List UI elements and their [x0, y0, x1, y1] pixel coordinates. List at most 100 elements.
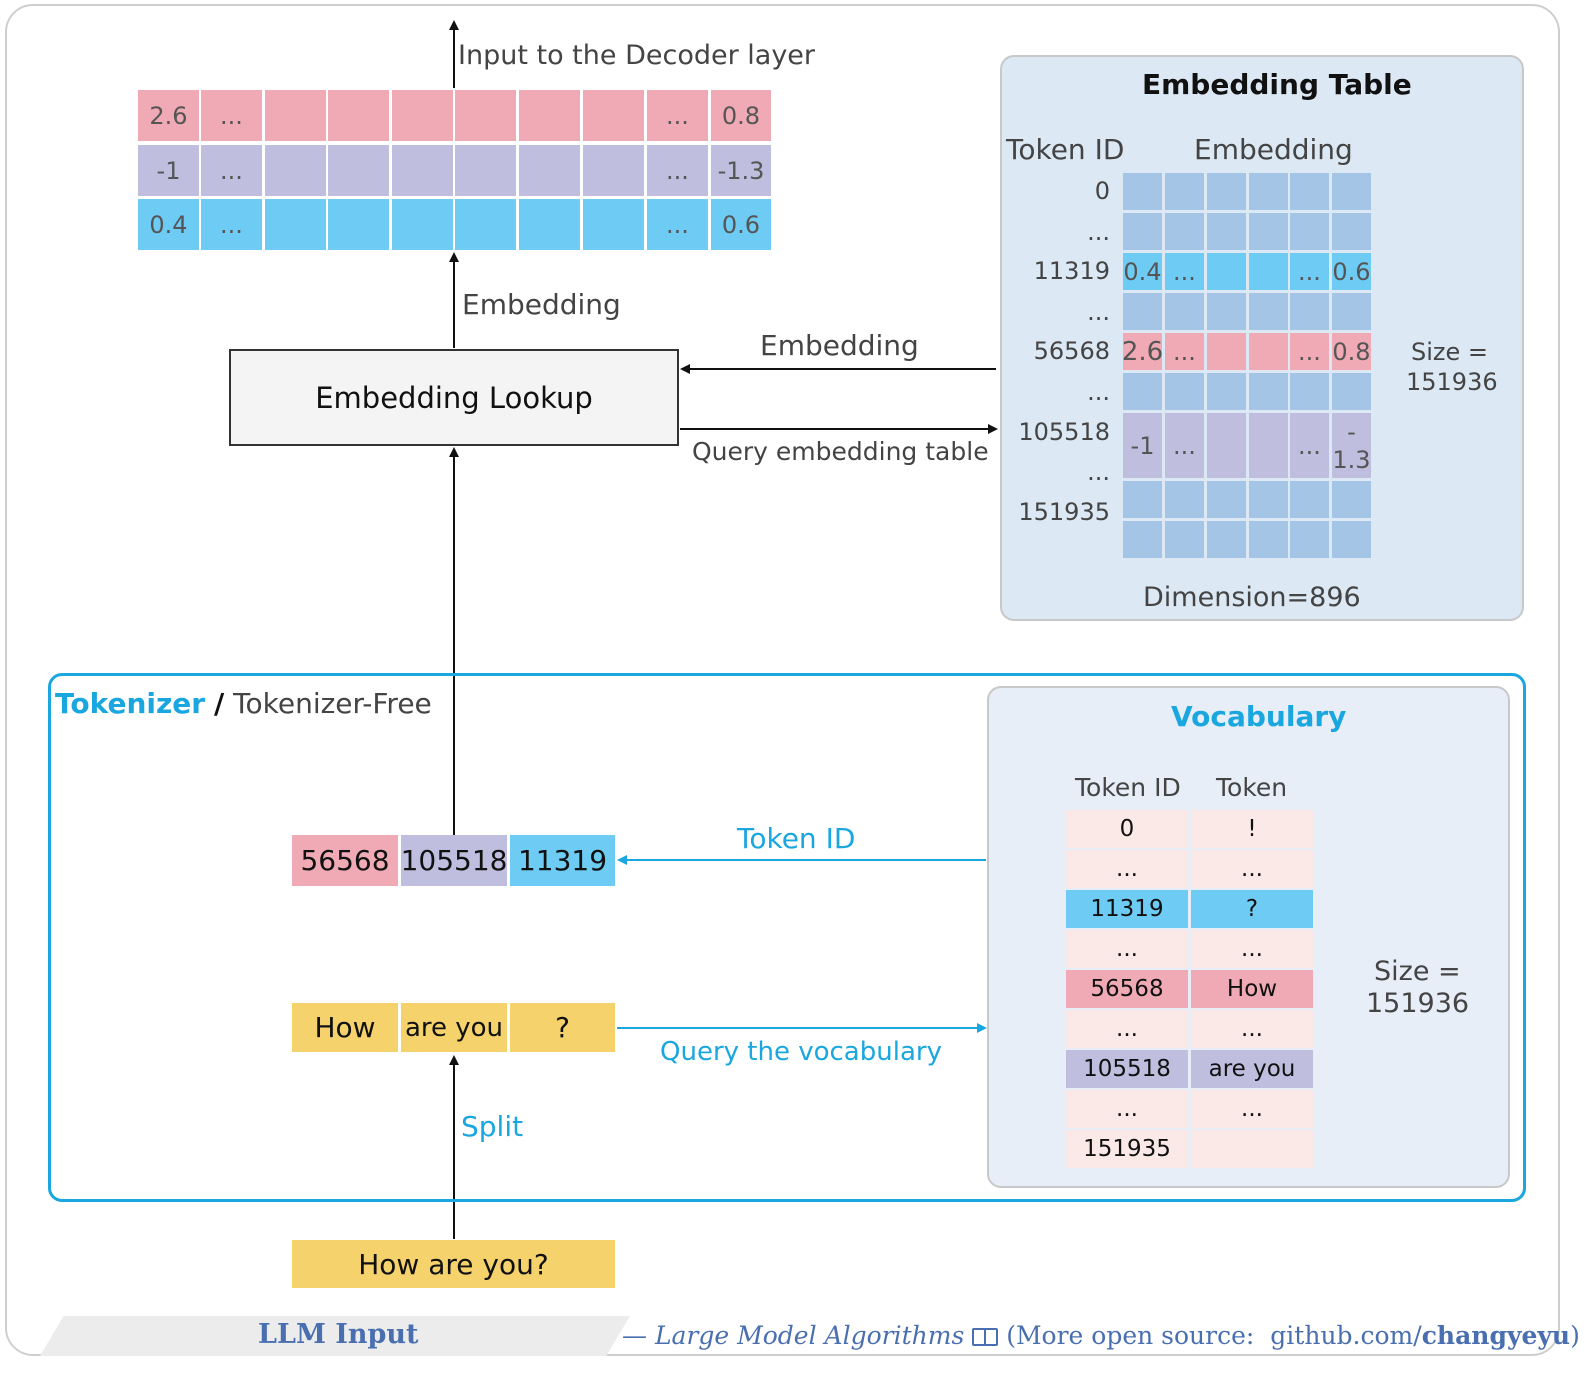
- output-cell: ...: [647, 199, 708, 250]
- embedding-cell: 0.4: [1123, 253, 1162, 290]
- embedding-cell: [1123, 373, 1162, 410]
- embedding-cell: ...: [1290, 333, 1329, 370]
- embedding-cell: [1249, 373, 1288, 410]
- output-cell: ...: [201, 90, 262, 141]
- embedding-cell: [1123, 521, 1162, 558]
- embedding-cell: [1207, 333, 1246, 370]
- output-cell: [455, 199, 516, 250]
- tokenizer-title: Tokenizer / Tokenizer-Free: [55, 687, 432, 720]
- query-vocabulary-label: Query the vocabulary: [660, 1037, 942, 1067]
- embedding-cell: [1249, 293, 1288, 330]
- footer-tab: [40, 1316, 630, 1356]
- vocabulary-col-token: Token: [1216, 773, 1288, 802]
- embedding-cell: ...: [1290, 253, 1329, 290]
- embedding-cell: [1165, 481, 1204, 518]
- vocab-id-cell: ...: [1066, 1010, 1188, 1048]
- output-cell: [583, 90, 644, 141]
- output-cell: [328, 90, 389, 141]
- embedding-cell: ...: [1290, 413, 1329, 478]
- embedding-row-id: 11319: [1033, 257, 1110, 285]
- output-cell: [328, 199, 389, 250]
- embedding-cell: [1290, 481, 1329, 518]
- embedding-table-title: Embedding Table: [1142, 68, 1412, 101]
- vocab-token-cell: ...: [1191, 1090, 1313, 1128]
- token-id-cell: 11319: [510, 835, 615, 886]
- output-cell: [519, 145, 580, 196]
- vocab-id-cell: ...: [1066, 1090, 1188, 1128]
- output-cell: [392, 199, 453, 250]
- footer-title: LLM Input: [258, 1319, 419, 1350]
- footer-credit-site[interactable]: github.com/: [1270, 1321, 1422, 1350]
- embedding-dimension-label: Dimension=896: [1143, 582, 1361, 613]
- vocab-id-cell: ...: [1066, 930, 1188, 968]
- outer-frame: [5, 4, 1560, 1356]
- embedding-cell: [1123, 481, 1162, 518]
- token-id-cell: 56568: [292, 835, 398, 886]
- embedding-cell: [1165, 293, 1204, 330]
- embedding-cell: 2.6: [1122, 333, 1163, 370]
- output-cell: 0.4: [138, 199, 199, 250]
- decoder-input-label: Input to the Decoder layer: [458, 40, 816, 71]
- output-cell: ...: [201, 199, 262, 250]
- output-cell: [392, 145, 453, 196]
- output-cell: 0.6: [711, 199, 771, 250]
- output-cell: 2.6: [138, 90, 199, 141]
- vocab-token-cell: are you: [1191, 1050, 1313, 1088]
- token-cell: ?: [510, 1003, 615, 1052]
- tokenizer-title-sep: /: [214, 687, 225, 720]
- embedding-cell: [1123, 213, 1162, 250]
- vocab-token-cell: ...: [1191, 1010, 1313, 1048]
- embedding-cell: 0.8: [1332, 333, 1371, 370]
- query-embedding-table-label: Query embedding table: [692, 437, 989, 466]
- footer-credit-user[interactable]: changyeyu: [1421, 1321, 1571, 1350]
- embedding-cell: -1.3: [1332, 413, 1371, 478]
- embedding-cell: 0.6: [1332, 253, 1371, 290]
- embedding-lookup-label: Embedding Lookup: [315, 380, 593, 415]
- embedding-cell: ...: [1165, 413, 1204, 478]
- vocab-id-cell: 151935: [1066, 1130, 1188, 1168]
- embedding-cell: [1207, 253, 1246, 290]
- vocab-id-cell: 56568: [1066, 970, 1188, 1008]
- footer-credit-more: (More open source:: [1006, 1321, 1255, 1350]
- embedding-col-token-id: Token ID: [1006, 133, 1125, 166]
- output-cell: [392, 90, 453, 141]
- embedding-cell: [1207, 173, 1246, 210]
- vocabulary-size-label: Size =: [1374, 956, 1461, 987]
- input-text-box: How are you?: [292, 1240, 615, 1288]
- embedding-size-value: 151936: [1406, 368, 1498, 396]
- embedding-cell: [1249, 213, 1288, 250]
- embedding-lookup-box: Embedding Lookup: [229, 349, 679, 446]
- embedding-cell: [1249, 481, 1288, 518]
- embedding-cell: [1207, 521, 1246, 558]
- output-cell: ...: [647, 145, 708, 196]
- output-cell: ...: [647, 90, 708, 141]
- embedding-cell: -1: [1123, 413, 1162, 478]
- embedding-cell: [1165, 373, 1204, 410]
- vocab-token-cell: !: [1191, 810, 1313, 848]
- embedding-cell: [1290, 521, 1329, 558]
- token-id-cell: 105518: [401, 835, 507, 886]
- vocabulary-size-value: 151936: [1366, 988, 1470, 1019]
- embedding-row-id: ...: [1087, 298, 1110, 326]
- tokenizer-title-main: Tokenizer: [55, 687, 206, 720]
- vocab-id-cell: 105518: [1066, 1050, 1188, 1088]
- embedding-cell: [1207, 213, 1246, 250]
- vocab-token-cell: How: [1191, 970, 1313, 1008]
- output-cell: [265, 145, 326, 196]
- embedding-cell: [1249, 253, 1288, 290]
- embedding-cell: [1249, 333, 1288, 370]
- vocab-token-cell: ...: [1191, 930, 1313, 968]
- output-cell: -1: [138, 145, 199, 196]
- embedding-value-part: 1.3: [1332, 445, 1371, 474]
- embedding-cell: [1290, 213, 1329, 250]
- embedding-row-id: ...: [1087, 218, 1110, 246]
- embedding-cell: [1332, 373, 1371, 410]
- embedding-from-table-label: Embedding: [760, 329, 919, 362]
- embedding-cell: [1207, 373, 1246, 410]
- embedding-cell: [1332, 173, 1371, 210]
- embedding-cell: [1207, 293, 1246, 330]
- tokenizer-frame: [48, 673, 1526, 1202]
- footer-credit: — Large Model Algorithms (More open sour…: [622, 1321, 1580, 1350]
- output-cell: [455, 145, 516, 196]
- embedding-cell: [1249, 413, 1288, 478]
